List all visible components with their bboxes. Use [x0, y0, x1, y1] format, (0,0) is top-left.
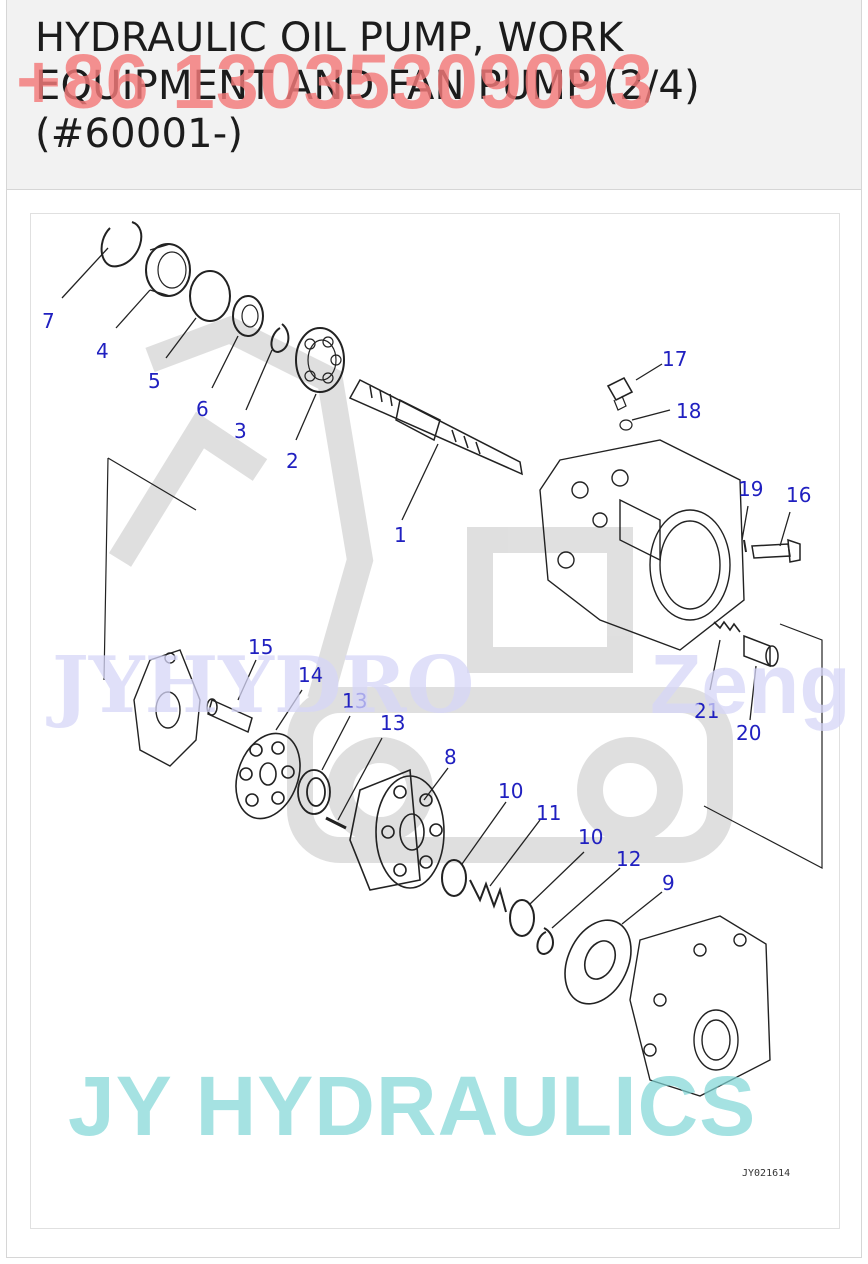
ring-13 — [297, 769, 331, 815]
pump-housing-front — [539, 439, 745, 651]
callout-6: 6 — [196, 397, 209, 421]
spring-21 — [713, 620, 741, 633]
spring-11 — [469, 879, 507, 913]
callout-12: 12 — [616, 847, 641, 871]
excavator-watermark — [108, 315, 733, 863]
callout-2: 2 — [286, 449, 299, 473]
pump-housing-rear — [629, 915, 771, 1097]
callout-19-top: 18 — [676, 399, 701, 423]
callout-10-a: 10 — [498, 779, 523, 803]
washer-10a — [441, 859, 467, 897]
phone-watermark: +86 13035309093 — [16, 39, 655, 125]
callout-5: 5 — [148, 369, 161, 393]
callout-16: 15 — [248, 635, 273, 659]
pin-16 — [206, 698, 253, 734]
swash-plate-15 — [235, 732, 301, 820]
pin-14 — [325, 816, 347, 830]
brand-watermark-right: Zeng — [650, 637, 851, 731]
callout-3: 3 — [234, 419, 247, 443]
end-plate-left — [133, 649, 201, 767]
sleeve-20 — [743, 634, 779, 668]
valve-plate-9 — [564, 919, 632, 1005]
callout-13: 13 — [342, 689, 367, 713]
bolt-17 — [751, 538, 801, 563]
brand-watermark-bottom: JY HYDRAULICS — [68, 1059, 757, 1153]
o-ring-19-side — [743, 539, 747, 553]
plug-18 — [606, 376, 634, 411]
callout-4: 4 — [96, 339, 109, 363]
o-ring-19-top — [619, 419, 633, 431]
leader-lines — [61, 247, 791, 929]
washer-10b — [509, 899, 535, 937]
oil-seal-4 — [145, 243, 191, 297]
callout-1: 1 — [394, 523, 407, 547]
assembly-guide-right — [703, 623, 823, 869]
cylinder-block-8 — [349, 768, 445, 891]
callout-20: 20 — [736, 721, 761, 745]
snap-ring-3 — [270, 323, 290, 354]
bearing-2 — [295, 327, 345, 393]
bearing-6 — [232, 295, 264, 337]
assembly-guide-left — [103, 457, 197, 681]
callout-17: 16 — [786, 483, 811, 507]
page-title: HYDRAULIC OIL PUMP, WORK EQUIPMENT AND F… — [35, 15, 700, 157]
brand-watermark-left: JYHYDRO — [52, 640, 475, 731]
callout-19-side: 19 — [738, 477, 763, 501]
callout-8: 8 — [444, 745, 457, 769]
callout-7: 7 — [42, 309, 55, 333]
callout-14: 13 — [380, 711, 405, 735]
callout-21: 21 — [694, 699, 719, 723]
drawing-code: JY021614 — [742, 1168, 791, 1179]
callout-9: 9 — [662, 871, 675, 895]
drive-shaft-1 — [348, 379, 523, 476]
title-bar: HYDRAULIC OIL PUMP, WORK EQUIPMENT AND F… — [6, 0, 862, 190]
callout-11: 11 — [536, 801, 561, 825]
callout-10-b: 10 — [578, 825, 603, 849]
o-ring-5 — [189, 270, 231, 322]
callout-15: 14 — [298, 663, 323, 687]
snap-ring-7 — [100, 221, 143, 268]
callout-18: 17 — [662, 347, 687, 371]
snap-ring-12 — [536, 927, 554, 956]
